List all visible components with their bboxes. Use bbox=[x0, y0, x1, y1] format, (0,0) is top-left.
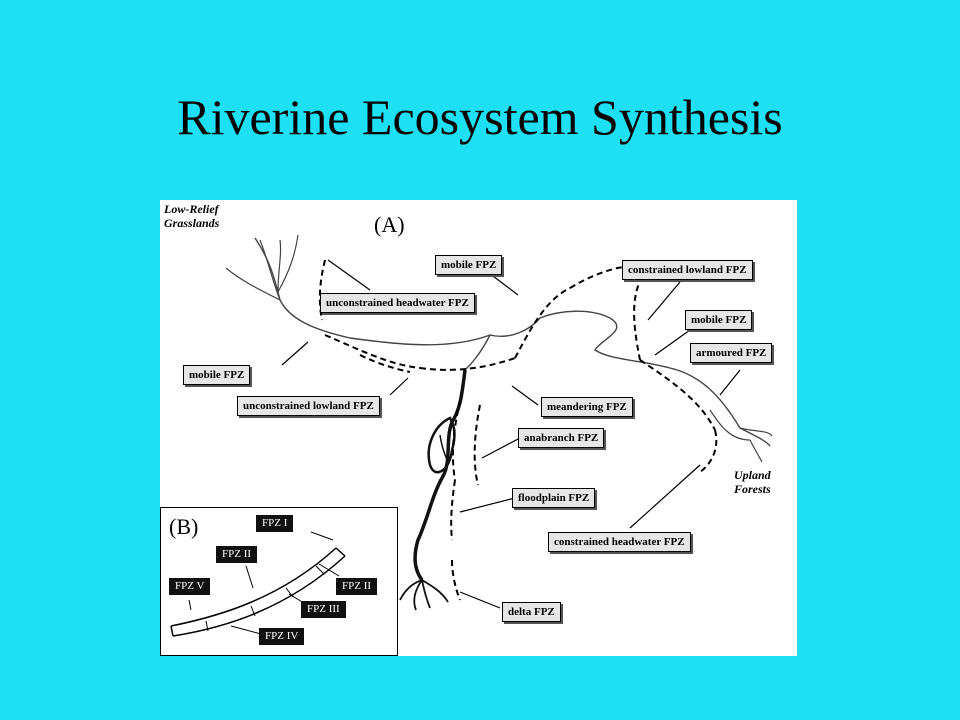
inset-panel-b: (B) FPZ I FPZ II FPZ V FPZ II FPZ III FP… bbox=[160, 507, 398, 656]
inset-label-fpz-iv: FPZ IV bbox=[259, 628, 305, 645]
label-delta-fpz: delta FPZ bbox=[502, 602, 561, 622]
label-mobile-fpz-top: mobile FPZ bbox=[435, 255, 503, 275]
slide-title: Riverine Ecosystem Synthesis bbox=[177, 89, 783, 145]
inset-label-fpz-ii-upper: FPZ II bbox=[216, 546, 258, 563]
inset-label-fpz-ii-right: FPZ II bbox=[336, 578, 378, 595]
panel-a-label: (A) bbox=[374, 212, 405, 237]
label-mobile-fpz-right: mobile FPZ bbox=[685, 310, 753, 330]
label-constrained-lowland-fpz: constrained lowland FPZ bbox=[622, 260, 753, 280]
label-mobile-fpz-left: mobile FPZ bbox=[183, 365, 251, 385]
inset-label-fpz-i: FPZ I bbox=[256, 515, 294, 532]
label-armoured-fpz: armoured FPZ bbox=[690, 343, 773, 363]
label-constrained-headwater-fpz: constrained headwater FPZ bbox=[548, 532, 691, 552]
river-diagram: Low-Relief Grasslands Upland Forests (A)… bbox=[160, 200, 797, 656]
inset-channel-drawing bbox=[170, 531, 346, 637]
label-unconstrained-lowland-fpz: unconstrained lowland FPZ bbox=[237, 396, 380, 416]
label-floodplain-fpz: floodplain FPZ bbox=[512, 488, 596, 508]
panel-b-label: (B) bbox=[169, 514, 199, 539]
inset-label-fpz-v: FPZ V bbox=[169, 578, 211, 595]
region-forests-label: Upland Forests bbox=[734, 468, 771, 496]
river-network-drawing bbox=[225, 234, 773, 611]
inset-label-fpz-iii: FPZ III bbox=[301, 601, 346, 618]
label-anabranch-fpz: anabranch FPZ bbox=[518, 428, 605, 448]
label-unconstrained-headwater-fpz: unconstrained headwater FPZ bbox=[320, 293, 475, 313]
label-meandering-fpz: meandering FPZ bbox=[541, 397, 633, 417]
region-grasslands-label: Low-Relief Grasslands bbox=[164, 202, 220, 230]
